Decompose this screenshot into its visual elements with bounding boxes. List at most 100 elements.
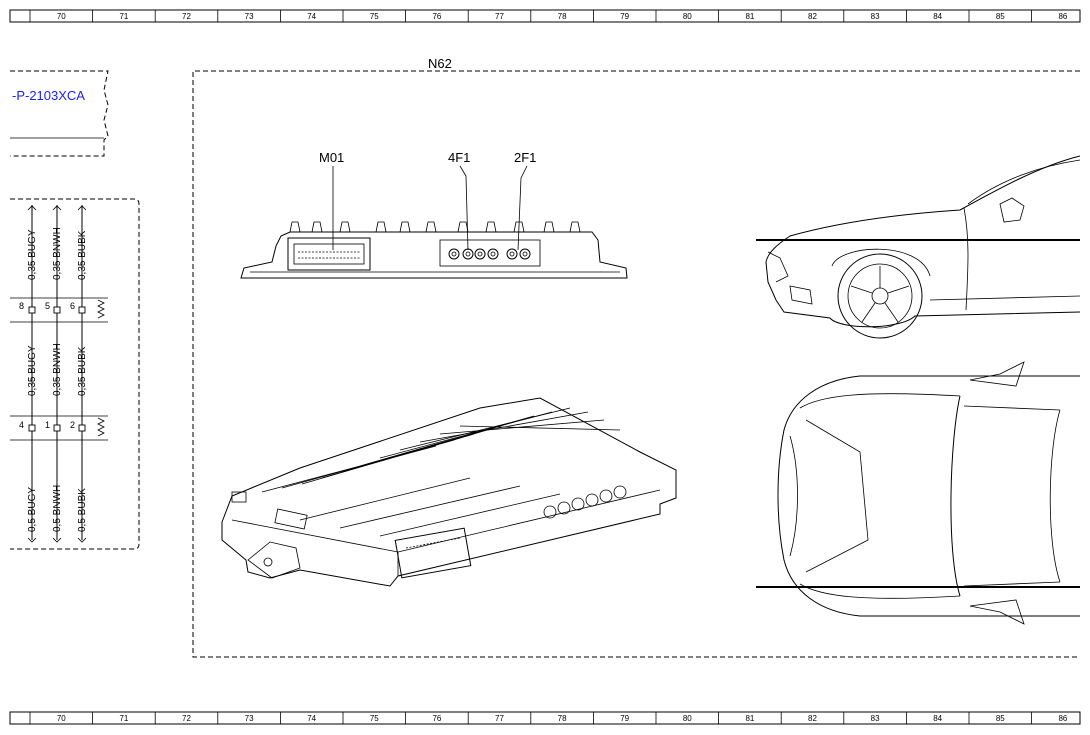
wire-end-hook: [27, 537, 37, 543]
wire-end-hook: [52, 537, 62, 543]
iso-socket: [613, 485, 627, 499]
iso-label-plate: [274, 508, 308, 530]
wire-label: 0,35 BNWH: [52, 343, 63, 396]
pin-terminal: [53, 424, 61, 432]
control-unit-iso-view: [221, 397, 677, 587]
fakra-socket-block: [439, 239, 541, 267]
top-ruler-label: 80: [683, 12, 692, 21]
wire-label: 0,35 BUGY: [27, 229, 38, 280]
wire-end-hook: [77, 537, 87, 543]
top-ruler-label: 76: [432, 12, 441, 21]
leader-line-4f1: [459, 165, 469, 251]
front-wheel-outer: [837, 253, 923, 339]
connector-row-2: 4 1 2: [10, 415, 108, 441]
pin-terminal: [28, 306, 36, 314]
pin-terminal: [78, 306, 86, 314]
hood-crease: [805, 419, 869, 573]
top-ruler-label: 83: [871, 12, 880, 21]
front-wheel-hub: [871, 287, 889, 305]
socket-4f1-b[interactable]: [462, 248, 474, 260]
top-ruler-label: 75: [370, 12, 379, 21]
leader-line-2f1: [517, 165, 528, 251]
side-sill-line: [929, 295, 1081, 301]
top-ruler-label: 78: [558, 12, 567, 21]
mounting-hole: [263, 557, 273, 567]
wire-end-hook: [77, 205, 87, 211]
bottom-ruler-label: 75: [370, 714, 379, 723]
reference-box[interactable]: -P-2103XCA: [10, 70, 109, 157]
pin-number: 5: [45, 301, 50, 311]
pin-terminal: [53, 306, 61, 314]
reference-box-outline: [10, 70, 109, 157]
bottom-ruler-label: 73: [245, 714, 254, 723]
bottom-ruler-label: 80: [683, 714, 692, 723]
connector-row-1: 8 5 6: [10, 297, 108, 323]
reference-link[interactable]: -P-2103XCA: [12, 88, 85, 103]
bottom-ruler-label: 86: [1058, 714, 1067, 723]
module-boundary: [192, 70, 1080, 658]
bottom-ruler-label: 74: [307, 714, 316, 723]
socket-2f1-a[interactable]: [506, 248, 518, 260]
connector-break-icon: [97, 299, 105, 319]
wire-label: 0,5 BUGY: [27, 487, 38, 532]
wheel-spokes: [850, 266, 910, 323]
top-ruler-label: 79: [620, 12, 629, 21]
iso-socket: [599, 489, 613, 503]
top-ruler-label: 86: [1058, 12, 1067, 21]
wheel-arch: [831, 248, 931, 277]
hood-edge-top: [799, 393, 961, 409]
mirror-icon: [999, 197, 1025, 223]
wire-label: 0,35 BUGY: [27, 345, 38, 396]
socket-4f1-c[interactable]: [474, 248, 486, 260]
top-ruler-label: 70: [57, 12, 66, 21]
top-ruler-label: 85: [996, 12, 1005, 21]
front-bumper-curve: [789, 435, 798, 557]
connector-break-icon: [97, 417, 105, 437]
bottom-ruler-label: 77: [495, 714, 504, 723]
pin-terminal: [28, 424, 36, 432]
iso-socket: [571, 497, 585, 511]
bottom-ruler-label: 84: [933, 714, 942, 723]
hood-edge-bottom: [799, 583, 961, 599]
connector-m01[interactable]: [287, 237, 371, 271]
connector-m01-face: [293, 243, 365, 265]
top-ruler-label: 72: [182, 12, 191, 21]
iso-socket: [585, 493, 599, 507]
socket-4f1-d[interactable]: [487, 248, 499, 260]
wiring-box: 8 5 6 4 1 2 0,35 BUGY 0,35 BNWH 0,35 BUB…: [10, 198, 140, 550]
bottom-ruler-label: 85: [996, 714, 1005, 723]
headlight-icon: [767, 251, 789, 283]
wire-label: 0,35 BNWH: [52, 227, 63, 280]
windshield-line: [967, 159, 1081, 205]
wire-group: [27, 205, 87, 543]
top-ruler-label: 74: [307, 12, 316, 21]
bottom-ruler-label: 71: [119, 714, 128, 723]
socket-2f1-b[interactable]: [519, 248, 531, 260]
front-wheel-rim: [847, 263, 913, 329]
control-unit-side-view: [240, 221, 628, 279]
wire-end-hook: [27, 205, 37, 211]
vehicle-top-view: [756, 361, 1080, 625]
connector-label-m01: M01: [319, 150, 344, 165]
pin-number: 4: [19, 420, 24, 430]
socket-4f1-a[interactable]: [448, 248, 460, 260]
bottom-ruler-label: 82: [808, 714, 817, 723]
bottom-ruler-label: 83: [871, 714, 880, 723]
wire-labels-middle: 0,35 BUGY 0,35 BNWH 0,35 BUBK: [27, 343, 88, 396]
iso-socket: [557, 501, 571, 515]
vehicle-side-outline: [765, 155, 1081, 328]
iso-cooling-fins: [261, 407, 621, 537]
bottom-ruler-label: 70: [57, 714, 66, 723]
connector-label-2f1: 2F1: [514, 150, 536, 165]
mounting-tab: [231, 491, 247, 503]
iso-housing-outline: [221, 397, 677, 587]
top-ruler-ticks: [29, 10, 1032, 22]
pin-number: 6: [70, 301, 75, 311]
top-ruler-label: 71: [119, 12, 128, 21]
cooling-fins: [289, 221, 581, 233]
wire-label: 0,35 BUBK: [77, 346, 88, 396]
windshield-top-view: [950, 395, 961, 597]
